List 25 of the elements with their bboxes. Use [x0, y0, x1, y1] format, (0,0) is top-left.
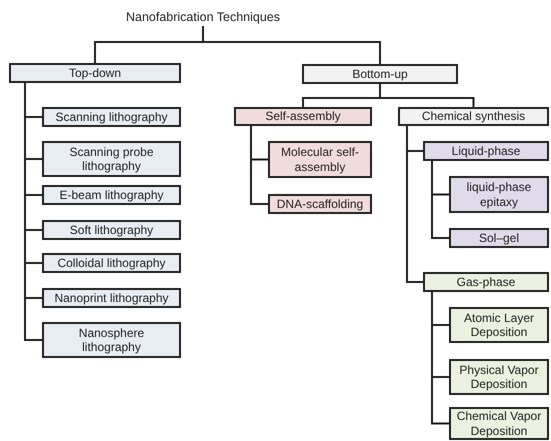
- connector-line: [379, 84, 474, 107]
- category-box: Atomic Layer Deposition: [449, 307, 549, 343]
- category-box: Top-down: [9, 63, 181, 83]
- category-box: Self-assembly: [234, 107, 372, 126]
- category-box: Physical Vapor Deposition: [449, 359, 549, 395]
- category-box: Chemical synthesis: [398, 107, 549, 126]
- category-box: Scanning lithography: [42, 107, 181, 127]
- category-box: Nanoprint lithography: [42, 288, 181, 308]
- connector-line: [24, 83, 42, 341]
- category-box: Chemical Vapor Deposition: [449, 407, 549, 440]
- category-box: Liquid-phase: [423, 141, 549, 161]
- category-box: Colloidal lithography: [42, 253, 181, 273]
- category-box: DNA-scaffolding: [268, 194, 372, 214]
- connector-line: [202, 26, 381, 64]
- title-text: Nanofabrication Techniques: [120, 8, 286, 26]
- category-box: Nanosphere lithography: [42, 322, 181, 358]
- category-box: Soft lithography: [42, 220, 181, 240]
- category-box: Molecular self-assembly: [268, 141, 372, 178]
- category-box: E-beam lithography: [42, 185, 181, 205]
- category-box: Scanning probe lithography: [42, 141, 181, 177]
- category-box: Sol–gel: [449, 228, 549, 248]
- category-box: liquid-phase epitaxy: [449, 176, 549, 213]
- connector-line: [406, 126, 423, 283]
- category-box: Gas-phase: [423, 272, 549, 292]
- category-box: Bottom-up: [302, 64, 458, 84]
